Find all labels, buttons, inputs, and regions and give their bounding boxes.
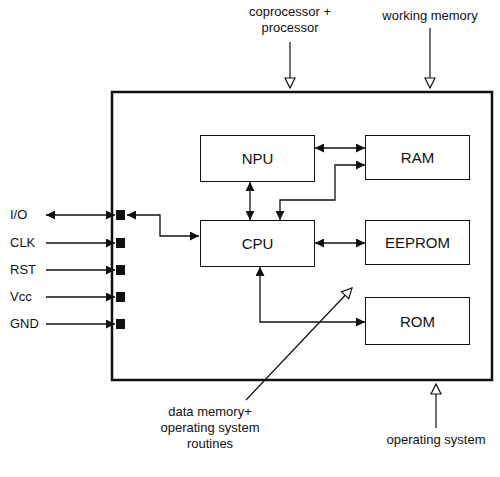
chip-outline: [112, 92, 492, 380]
leader-line: [246, 288, 352, 400]
annotation-text: coprocessor + processor: [240, 4, 340, 36]
annotation-text: working memory: [375, 8, 485, 24]
bus-connector: [315, 242, 365, 243]
contact-pad: [116, 210, 125, 220]
io-wire: [127, 215, 199, 236]
contact-pad: [116, 238, 125, 248]
pin-name: I/O: [10, 207, 50, 223]
annotation-text: operating system: [378, 432, 494, 448]
component-box: RAM: [365, 135, 470, 180]
pointer-arrow: [429, 28, 430, 88]
bus-connector: [315, 147, 365, 148]
pin-wires: [46, 215, 199, 324]
component-box: EEPROM: [365, 220, 470, 265]
component-name: RAM: [401, 149, 434, 166]
contact-pad: [116, 265, 125, 275]
contact-pad: [116, 319, 125, 329]
contact-pads: [116, 210, 125, 329]
pointer-arrow: [289, 42, 290, 88]
component-name: EEPROM: [385, 234, 450, 251]
component-name: NPU: [242, 150, 274, 167]
bus-connector: [260, 267, 365, 322]
annotation-text: data memory+ operating system routines: [148, 404, 272, 452]
pointer-arrow: [435, 384, 436, 428]
pin-name: GND: [10, 316, 50, 332]
pin-name: RST: [10, 262, 50, 278]
component-box: ROM: [365, 297, 470, 345]
component-box: NPU: [200, 135, 315, 182]
component-name: CPU: [242, 235, 274, 252]
component-name: ROM: [400, 313, 435, 330]
component-box: CPU: [200, 220, 315, 267]
pin-name: CLK: [10, 235, 50, 251]
contact-pad: [116, 292, 125, 302]
bus-connector: [249, 182, 250, 220]
pin-wire: [46, 269, 115, 270]
pin-name: Vcc: [10, 289, 50, 305]
pin-wire: [46, 323, 115, 324]
pin-wire: [46, 214, 115, 215]
pin-wire: [46, 296, 115, 297]
pin-wire: [46, 242, 115, 243]
